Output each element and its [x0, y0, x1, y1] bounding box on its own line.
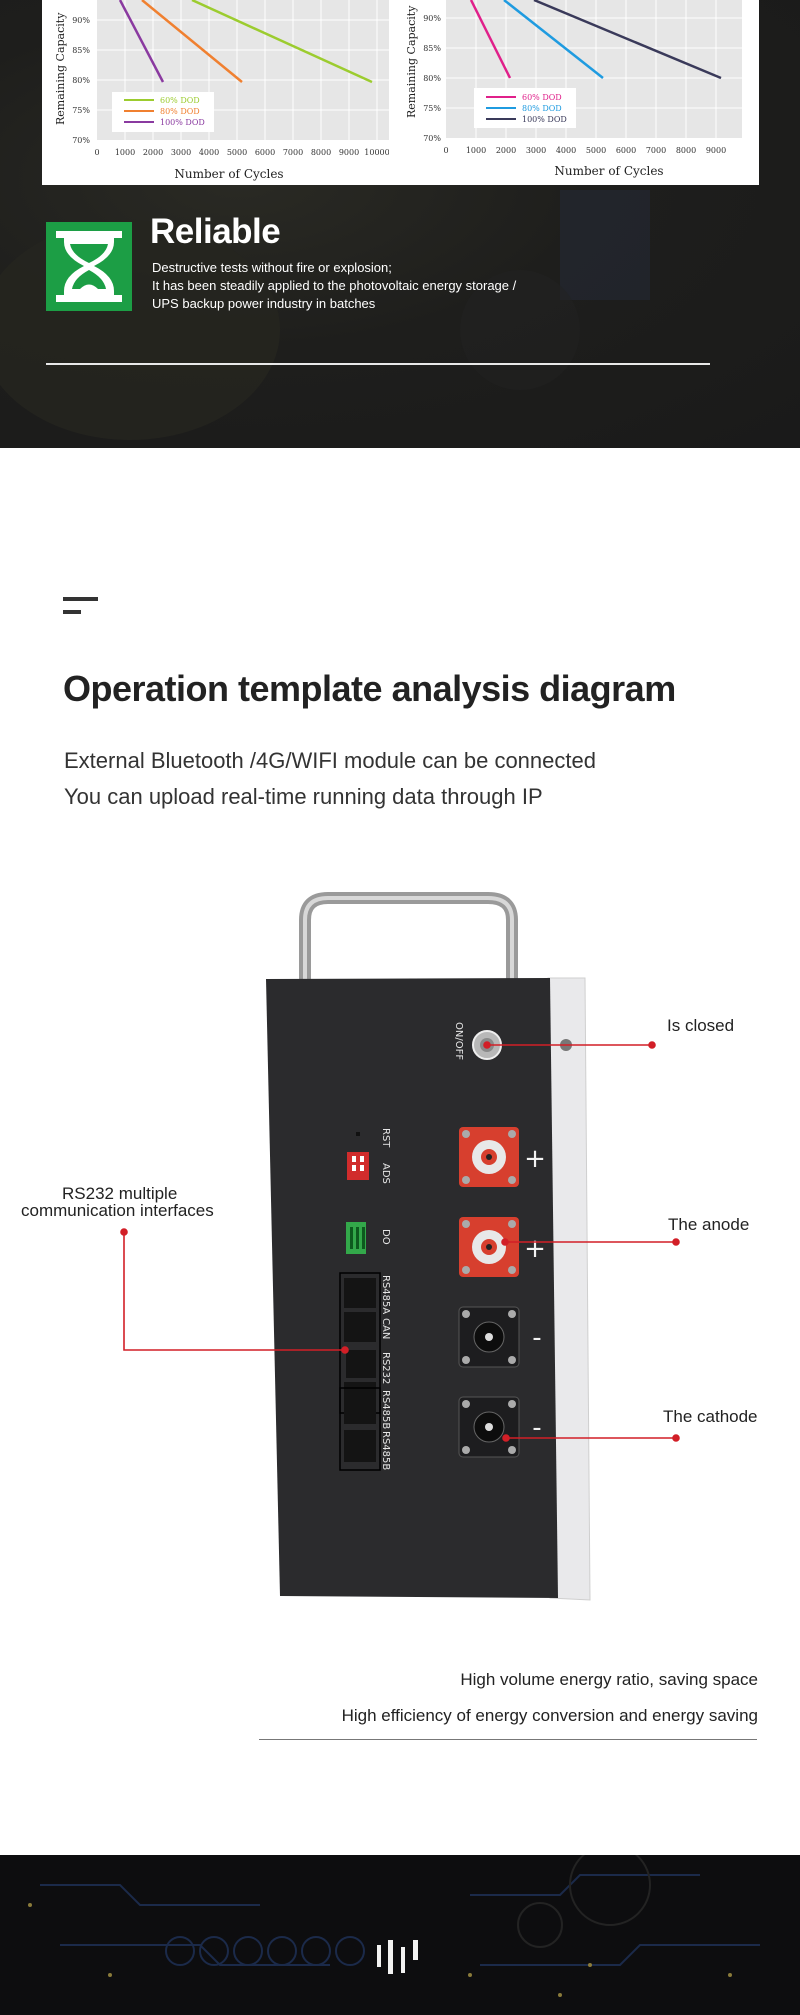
x-tick: 7000 — [283, 148, 303, 157]
callout-rs232-line2: communication interfaces — [21, 1201, 214, 1220]
panel-label-rs485b-2: RS485B — [380, 1431, 391, 1470]
series-line-80 — [503, 0, 604, 79]
y-axis-label: Remaining Capacity — [405, 5, 418, 118]
decorative-bars — [377, 1940, 418, 1974]
x-tick: 2000 — [496, 146, 516, 155]
terminal-sign: + — [524, 1234, 546, 1264]
accent-bar — [63, 610, 81, 614]
x-tick: 1000 — [466, 146, 486, 155]
y-tick: 80% — [72, 76, 90, 85]
y-tick: 75% — [72, 106, 90, 115]
front-panel — [266, 978, 558, 1598]
x-tick: 5000 — [586, 146, 606, 155]
reliable-title: Reliable — [150, 212, 281, 251]
y-tick: 70% — [72, 136, 90, 145]
x-tick: 8000 — [311, 148, 331, 157]
series-line-100 — [533, 0, 722, 80]
panel-label-ads: ADS — [380, 1163, 391, 1184]
legend-label-60: 60% DOD — [522, 93, 562, 102]
x-tick: 6000 — [255, 148, 275, 157]
x-tick: 2000 — [143, 148, 163, 157]
y-tick: 85% — [72, 46, 90, 55]
negative-terminal-1 — [458, 1306, 520, 1368]
y-tick: 75% — [423, 104, 441, 113]
negative-terminal-2 — [458, 1396, 520, 1458]
callout-lines — [120, 1041, 680, 1442]
ads-dip-switch — [347, 1152, 369, 1180]
callout-anode: The anode — [668, 1215, 750, 1234]
operation-line-2: You can upload real-time running data th… — [64, 784, 543, 809]
callout-cathode: The cathode — [663, 1407, 758, 1426]
series-line-60 — [191, 0, 373, 84]
x-tick: 3000 — [171, 148, 191, 157]
x-tick: 0 — [443, 146, 448, 155]
rj45-port-group-2 — [339, 1387, 381, 1471]
x-tick: 9000 — [706, 146, 726, 155]
x-tick: 0 — [94, 148, 99, 157]
chart-right-svg: 60% DOD 80% DOD 100% DOD 90% 85% 80% 75%… — [405, 0, 742, 178]
device-diagram: + + - - ON/OFF RST ADS DO RS485A CAN RS2… — [0, 880, 800, 1615]
positive-terminal-2 — [459, 1217, 519, 1277]
x-tick: 10000 — [364, 148, 389, 157]
series-line-60 — [469, 0, 512, 79]
panel-label-rs485a: RS485A — [380, 1275, 391, 1314]
panel-label-onoff: ON/OFF — [453, 1022, 464, 1060]
accent-bar — [63, 597, 98, 601]
x-tick: 1000 — [115, 148, 135, 157]
x-tick: 6000 — [616, 146, 636, 155]
x-tick: 8000 — [676, 146, 696, 155]
x-tick: 5000 — [227, 148, 247, 157]
y-axis-label: Remaining Capacity — [54, 12, 67, 125]
legend-label-100: 100% DOD — [160, 118, 205, 127]
circuit-pattern — [28, 1855, 760, 1997]
legend-label-100: 100% DOD — [522, 115, 567, 124]
hourglass-icon — [46, 222, 132, 311]
terminal-sign: - — [532, 1323, 541, 1353]
y-tick: 90% — [423, 14, 441, 23]
x-tick: 4000 — [199, 148, 219, 157]
operation-line-1: External Bluetooth /4G/WIFI module can b… — [64, 748, 596, 773]
series-line-100 — [118, 0, 165, 83]
panel-label-can: CAN — [380, 1318, 391, 1339]
callout-is-closed: Is closed — [667, 1016, 735, 1035]
positive-terminal-1 — [459, 1127, 519, 1187]
y-tick: 90% — [72, 16, 90, 25]
feature-divider — [259, 1739, 757, 1740]
y-tick: 80% — [423, 74, 441, 83]
circuit-banner — [0, 1855, 800, 2015]
terminal-sign: + — [524, 1144, 546, 1174]
panel-label-do: DO — [380, 1229, 391, 1245]
reliable-line-1: Destructive tests without fire or explos… — [152, 260, 392, 275]
reliable-line-3: UPS backup power industry in batches — [152, 296, 376, 311]
cycle-chart-right: 60% DOD 80% DOD 100% DOD 90% 85% 80% 75%… — [389, 0, 759, 185]
cycle-chart-left: 60% DOD 80% DOD 100% DOD 90% 85% 80% 75%… — [42, 0, 412, 185]
callout-rs232-line1: RS232 multiple — [62, 1184, 178, 1203]
legend-label-60: 60% DOD — [160, 96, 200, 105]
x-tick: 9000 — [339, 148, 359, 157]
panel-label-rst: RST — [380, 1128, 391, 1148]
x-tick: 3000 — [526, 146, 546, 155]
legend-label-80: 80% DOD — [522, 104, 562, 113]
operation-title: Operation template analysis diagram — [63, 668, 676, 709]
y-tick: 70% — [423, 134, 441, 143]
series-line-80 — [141, 0, 243, 83]
x-axis-label: Number of Cycles — [174, 167, 283, 181]
feature-line-2: High efficiency of energy conversion and… — [341, 1706, 758, 1725]
x-tick: 4000 — [556, 146, 576, 155]
legend-label-80: 80% DOD — [160, 107, 200, 116]
reliable-line-2: It has been steadily applied to the phot… — [152, 278, 517, 293]
handle — [299, 892, 518, 980]
x-tick: 7000 — [646, 146, 666, 155]
panel-label-rs485b: RS485B — [380, 1390, 391, 1429]
x-axis-label: Number of Cycles — [554, 164, 663, 178]
y-tick: 85% — [423, 44, 441, 53]
battery-device-illustration: + + - - ON/OFF RST ADS DO RS485A CAN RS2… — [120, 892, 680, 1601]
reliable-divider — [46, 363, 710, 365]
chart-left-svg: 60% DOD 80% DOD 100% DOD 90% 85% 80% 75%… — [54, 0, 403, 181]
terminal-sign: - — [532, 1413, 541, 1443]
reliable-section: 60% DOD 80% DOD 100% DOD 90% 85% 80% 75%… — [0, 0, 800, 448]
feature-line-1: High volume energy ratio, saving space — [460, 1670, 758, 1689]
panel-label-rs232: RS232 — [380, 1352, 391, 1384]
